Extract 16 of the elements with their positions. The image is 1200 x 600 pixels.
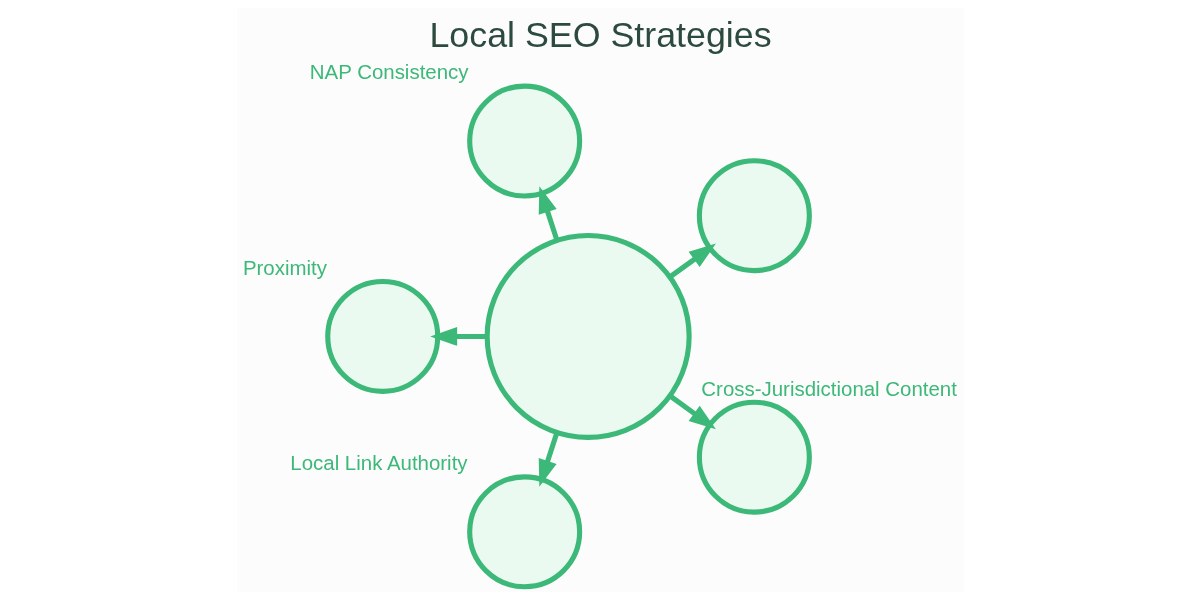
arrow (538, 186, 559, 241)
node-circle (466, 474, 582, 590)
node-circle (696, 399, 812, 515)
diagram-title: Local SEO Strategies (428, 14, 772, 55)
node-circle (484, 232, 692, 440)
node-label: Local Link Authority (289, 451, 468, 475)
node-circle (696, 158, 812, 274)
node-label: NAP Consistency (309, 60, 468, 84)
node-circle (324, 278, 440, 394)
arrow (668, 394, 716, 430)
node-circle (466, 83, 582, 199)
arrow (538, 432, 559, 487)
arrow (668, 243, 716, 279)
node-label: Proximity (242, 255, 327, 279)
node-label: Cross-Jurisdictional Content (700, 376, 957, 400)
arrow (429, 327, 487, 346)
